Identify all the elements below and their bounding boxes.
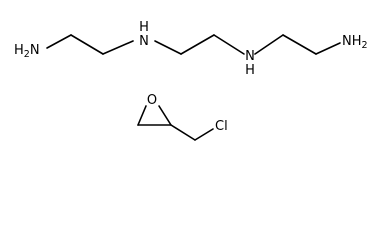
atom-label-nh-2: N <box>245 49 255 64</box>
atom-label-chlorine: Cl <box>215 119 228 134</box>
chemical-structure-diagram: H2N N H N H NH2 O Cl <box>14 20 368 141</box>
bond-ch2-cl <box>194 128 214 141</box>
atom-label-oxygen: O <box>147 93 157 108</box>
atom-label-nh-1-h: H <box>139 20 149 35</box>
bond-c1-c2 <box>70 34 104 55</box>
atom-label-nh-1: N <box>139 34 149 49</box>
bond-o-ca <box>137 105 147 126</box>
bond-c4-n3 <box>213 34 245 55</box>
bond-n2-c3 <box>154 40 182 55</box>
bond-c3-c4 <box>180 34 215 55</box>
bond-c2-n2 <box>102 40 134 55</box>
bond-cb-ch2 <box>170 124 196 141</box>
bond-n1-c1 <box>46 34 72 49</box>
atom-label-h2n: H2N <box>14 43 40 60</box>
bond-cb-o <box>158 105 172 126</box>
bond-c5-c6 <box>282 34 317 55</box>
epichlorohydrin-molecule: O Cl <box>137 93 228 141</box>
bond-c6-n4 <box>315 42 341 55</box>
atom-label-nh2: NH2 <box>342 34 368 51</box>
triethylenetetramine-molecule: H2N N H N H NH2 <box>14 20 368 78</box>
bond-n3-c5 <box>254 34 284 55</box>
atom-label-nh-2-h: H <box>245 63 255 78</box>
